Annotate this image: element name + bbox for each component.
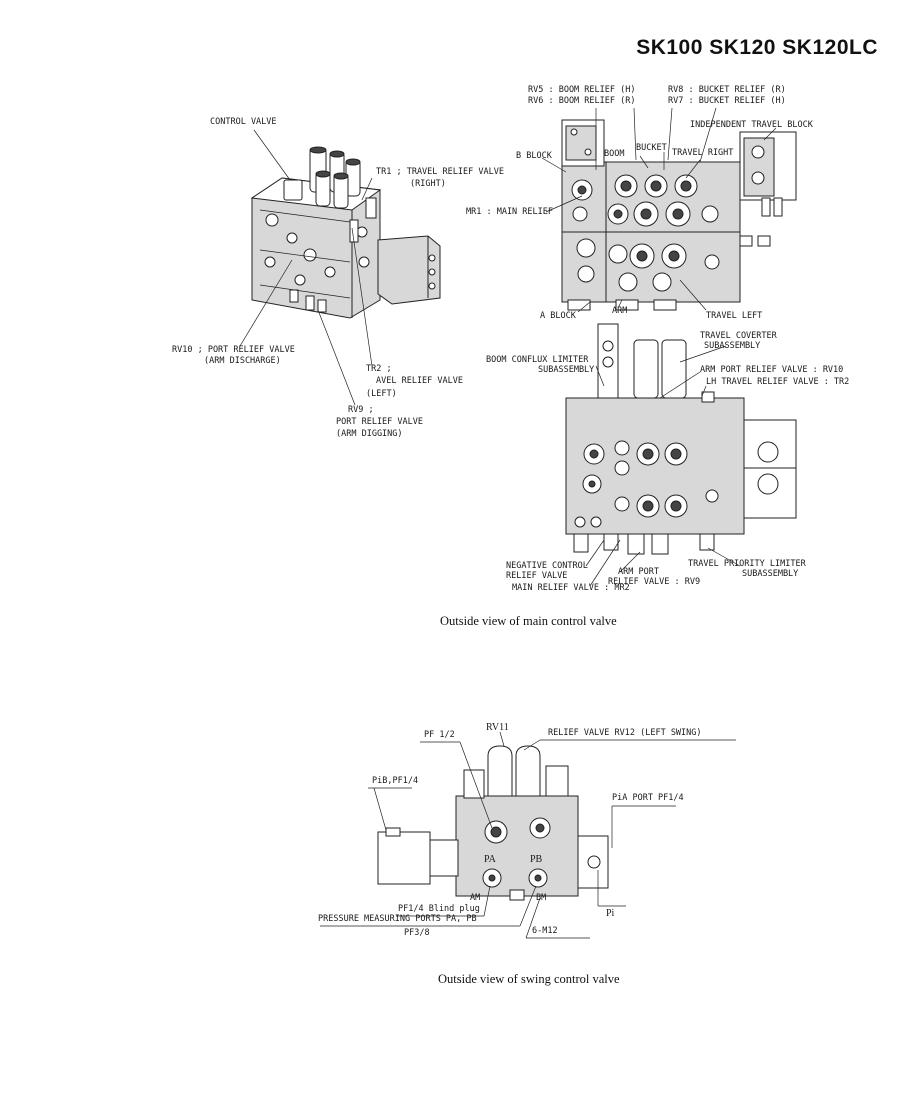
label-tr1-sub: (RIGHT) <box>410 179 446 189</box>
label-pi: Pi <box>606 908 615 919</box>
label-rv10: RV10 ; PORT RELIEF VALVE <box>172 345 295 355</box>
label-control-valve: CONTROL VALVE <box>210 117 277 127</box>
label-bucket: BUCKET <box>636 143 667 153</box>
label-mr1: MR1 : MAIN RELIEF <box>466 207 553 217</box>
label-arm-port: ARM PORT <box>618 567 659 577</box>
rear-leader-lines <box>585 345 741 587</box>
label-am: AM <box>470 893 481 903</box>
label-arm-port-relief: ARM PORT RELIEF VALVE : RV10 <box>700 365 844 375</box>
front-valve-drawing <box>561 119 797 311</box>
model-header: SK100 SK120 SK120LC <box>636 36 878 59</box>
label-pf14-blind: PF1/4 Blind plug <box>398 904 480 914</box>
label-pib: PiB,PF1/4 <box>372 776 419 786</box>
label-main-relief-mr2: MAIN RELIEF VALVE : MR2 <box>512 583 630 593</box>
iso-valve-drawing <box>250 146 441 319</box>
label-rv7: RV7 : BUCKET RELIEF (H) <box>668 96 786 106</box>
label-lh-travel-relief: LH TRAVEL RELIEF VALVE : TR2 <box>706 377 850 387</box>
rear-valve-drawing <box>565 323 797 555</box>
label-pb: PB <box>530 854 543 865</box>
label-rv9: RV9 ; <box>348 405 374 415</box>
label-rv9-sub2: (ARM DIGGING) <box>336 429 403 439</box>
label-travel-right: TRAVEL RIGHT <box>672 148 734 158</box>
label-rv10-sub: (ARM DISCHARGE) <box>204 356 281 366</box>
label-rv11: RV11 <box>486 722 509 733</box>
iso-leader-lines <box>239 129 373 406</box>
label-tr2-sub2: (LEFT) <box>366 389 397 399</box>
swing-leader-lines <box>320 731 736 939</box>
label-travel-priority-sub: SUBASSEMBLY <box>742 569 799 579</box>
label-pa: PA <box>484 854 496 865</box>
label-a-block: A BLOCK <box>540 311 576 321</box>
label-boom: BOOM <box>604 149 625 159</box>
label-negative-control-sub: RELIEF VALVE <box>506 571 568 581</box>
caption-main-control-valve: Outside view of main control valve <box>440 614 617 628</box>
label-travel-coverter: TRAVEL COVERTER <box>700 331 777 341</box>
label-negative-control: NEGATIVE CONTROL <box>506 561 588 571</box>
swing-valve-drawing <box>377 745 609 901</box>
label-pressure-ports: PRESSURE MEASURING PORTS PA, PB <box>318 914 477 924</box>
label-independent-travel-block: INDEPENDENT TRAVEL BLOCK <box>690 120 813 130</box>
label-tr2: TR2 ; <box>366 364 392 374</box>
label-pf12: PF 1/2 <box>424 730 455 740</box>
caption-swing-control-valve: Outside view of swing control valve <box>438 972 620 986</box>
label-rv6: RV6 : BOOM RELIEF (R) <box>528 96 636 106</box>
label-pia-port: PiA PORT PF1/4 <box>612 793 684 803</box>
label-bm: BM <box>536 893 547 903</box>
label-rv5: RV5 : BOOM RELIEF (H) <box>528 85 636 95</box>
label-rv9-sub1: PORT RELIEF VALVE <box>336 417 423 427</box>
label-rv8: RV8 : BUCKET RELIEF (R) <box>668 85 786 95</box>
label-travel-left: TRAVEL LEFT <box>706 311 763 321</box>
label-pf38: PF3/8 <box>404 928 430 938</box>
label-relief-rv12: RELIEF VALVE RV12 (LEFT SWING) <box>548 728 702 738</box>
label-travel-priority: TRAVEL PRIORITY LIMITER <box>688 559 806 569</box>
front-leader-lines <box>541 107 777 313</box>
label-travel-coverter-sub: SUBASSEMBLY <box>704 341 761 351</box>
label-tr1: TR1 ; TRAVEL RELIEF VALVE <box>376 167 504 177</box>
label-arm: ARM <box>612 306 628 316</box>
label-boom-conflux-sub: SUBASSEMBLY <box>538 365 595 375</box>
label-boom-conflux: BOOM CONFLUX LIMITER <box>486 355 589 365</box>
label-tr2-sub1: AVEL RELIEF VALVE <box>376 376 463 386</box>
label-arm-port-sub: RELIEF VALVE : RV9 <box>608 577 701 587</box>
label-6-m12: 6-M12 <box>532 926 558 936</box>
label-b-block: B BLOCK <box>516 151 552 161</box>
